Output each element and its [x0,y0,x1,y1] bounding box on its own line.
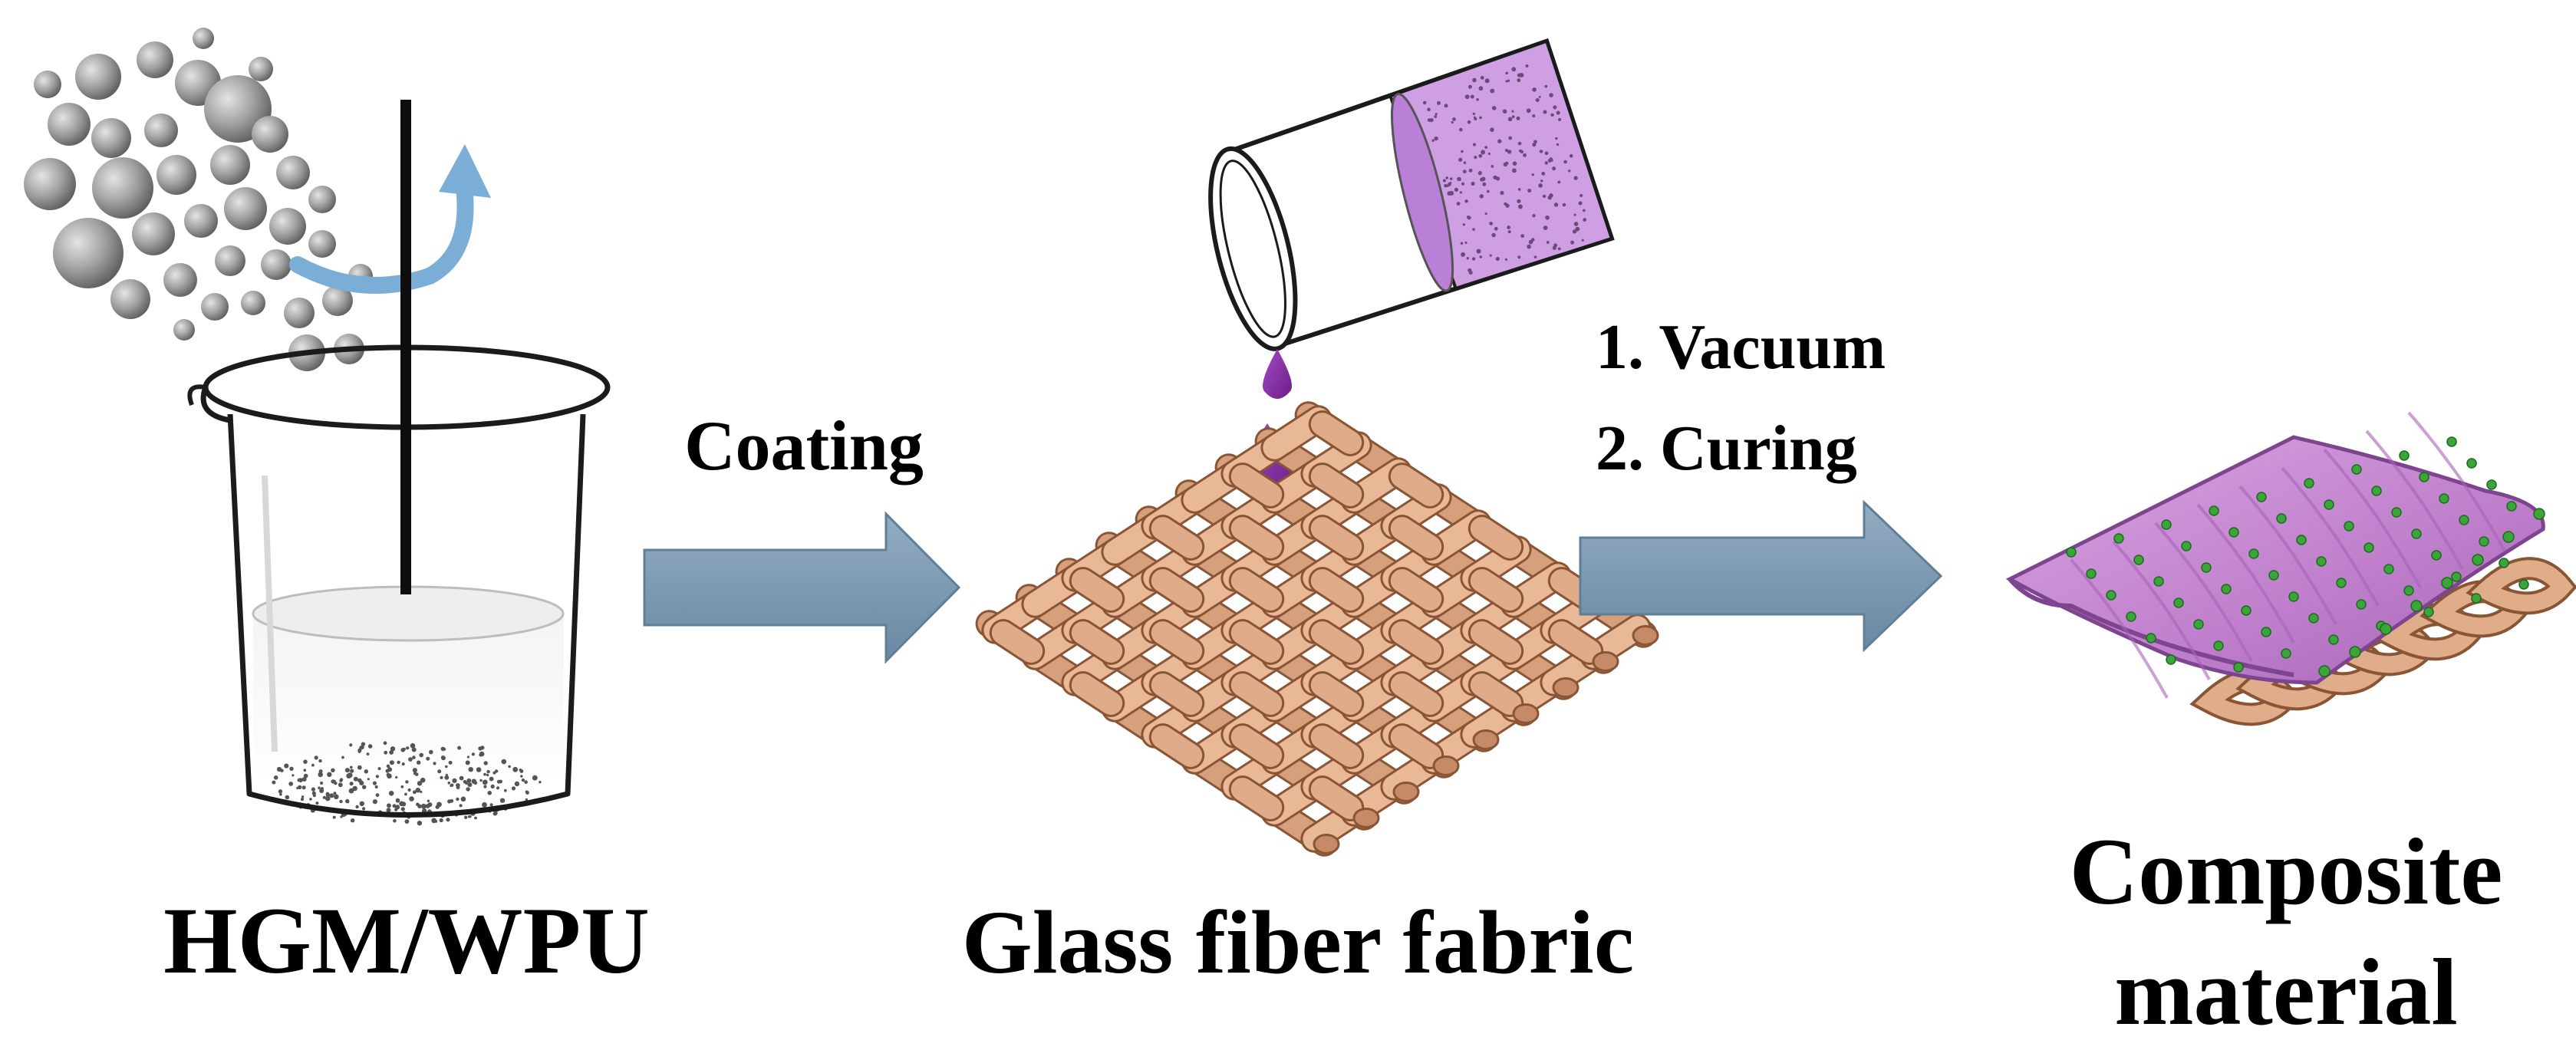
composite-label-line1: Composite [2070,819,2503,924]
coating-label: Coating [684,407,924,485]
glass-fiber-fabric [990,415,1658,853]
composite-label-line2: material [2114,940,2458,1045]
rotation-arrow-icon [298,144,491,285]
composite-material [2010,413,2562,714]
resin-drop-small [1263,349,1292,399]
fabric-label: Glass fiber fabric [962,892,1634,992]
beaker-label: HGM/WPU [163,888,650,993]
coating-arrow [644,514,959,661]
stirring-rod [400,100,411,594]
hollow-glass-microspheres [24,28,373,371]
resin-beaker [1188,38,1619,357]
step-curing-label: 2. Curing [1596,413,1857,484]
step-vacuum-label: 1. Vacuum [1596,311,1886,383]
beaker [189,347,608,825]
